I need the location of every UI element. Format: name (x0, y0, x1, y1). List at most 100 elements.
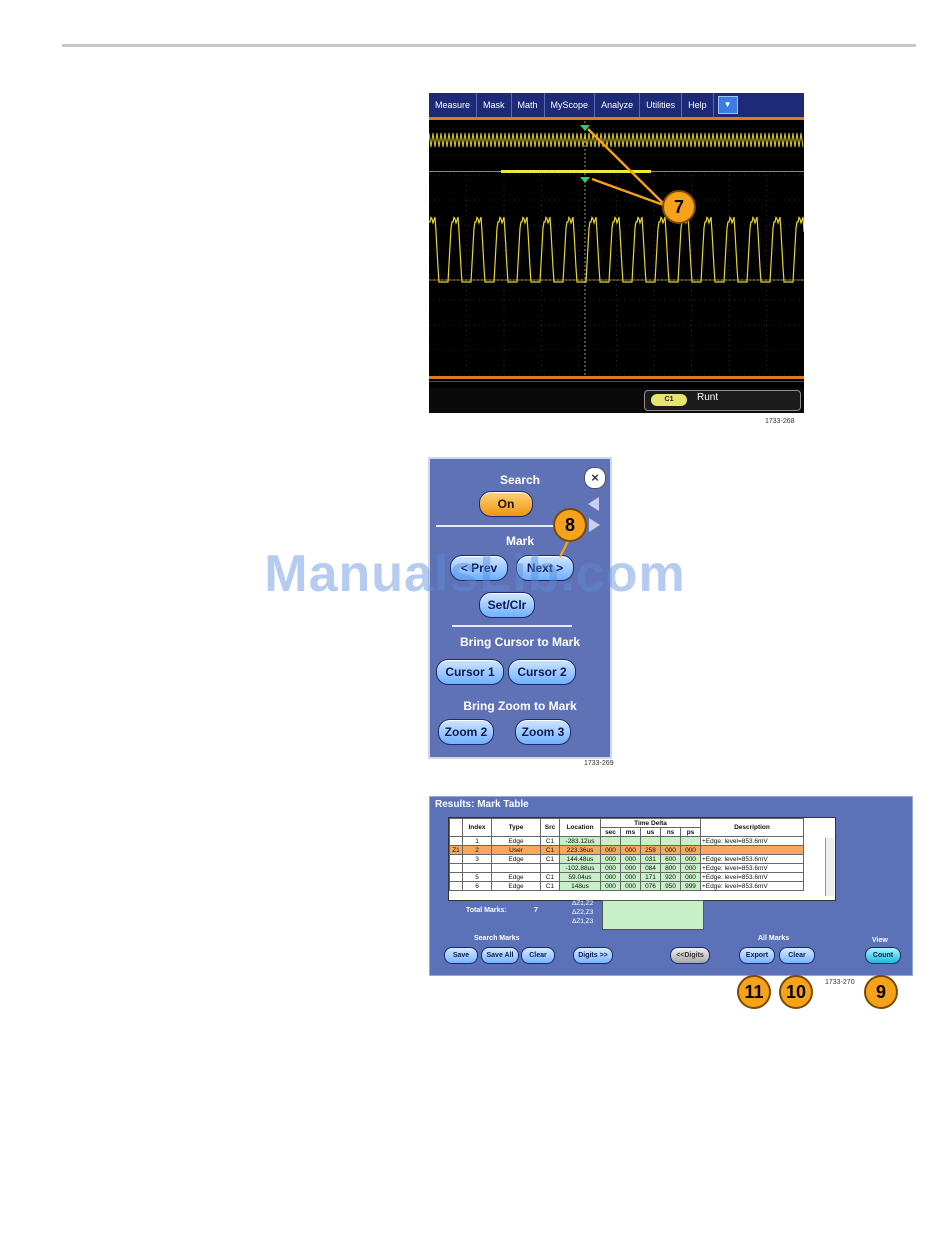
save-all-button[interactable]: Save All (481, 947, 519, 964)
cell-delta: 000 (660, 845, 681, 855)
mark-indicator-top (580, 125, 590, 131)
cell-delta: 000 (600, 872, 621, 882)
export-button[interactable]: Export (739, 947, 775, 964)
zoom-2-button[interactable]: Zoom 2 (438, 719, 494, 745)
cell-index: 5 (462, 872, 492, 882)
menu-help[interactable]: Help (682, 93, 714, 117)
cell-type (491, 863, 541, 873)
cell-delta: 800 (660, 863, 681, 873)
cursor-2-button[interactable]: Cursor 2 (508, 659, 576, 685)
cell-index: 3 (462, 854, 492, 864)
cell-delta: 600 (660, 854, 681, 864)
prev-mark-button[interactable]: < Prev (450, 555, 508, 581)
cell-location: 59.04us (559, 872, 601, 882)
cell-index: 2 (462, 845, 492, 855)
col-location: Location (559, 818, 601, 837)
cell-type: Edge (491, 872, 541, 882)
cell-delta: 950 (660, 881, 681, 891)
cell-delta (640, 836, 661, 846)
clear-search-marks-button[interactable]: Clear (521, 947, 555, 964)
table-scrollbar[interactable] (825, 838, 834, 896)
clear-all-marks-button[interactable]: Clear (779, 947, 815, 964)
delta-z1-z2: ΔZ1,Z2 (572, 900, 594, 907)
count-button[interactable]: Count (865, 947, 901, 964)
callout-11: 11 (737, 975, 771, 1009)
zoom-window-bar (501, 170, 651, 173)
mark-indicator-zoom (580, 177, 590, 183)
cell-delta: 920 (660, 872, 681, 882)
callout-7: 7 (662, 190, 696, 224)
divider (436, 525, 586, 527)
cell-flag (449, 863, 463, 873)
next-arrow-icon[interactable] (589, 518, 600, 532)
callout-8: 8 (553, 508, 587, 542)
divider (452, 625, 572, 627)
view-label: View (872, 937, 888, 944)
results-title: Results: Mark Table (435, 799, 529, 810)
cursor-1-button[interactable]: Cursor 1 (436, 659, 504, 685)
unit-us: us (640, 827, 661, 837)
close-icon[interactable]: × (584, 467, 606, 489)
cell-location: 148us (559, 881, 601, 891)
search-marks-label: Search Marks (474, 935, 520, 942)
zoom-3-button[interactable]: Zoom 3 (515, 719, 571, 745)
results-mark-table-panel: Results: Mark Table Index Type Src Locat… (429, 796, 913, 976)
search-on-button[interactable]: On (479, 491, 533, 517)
set-clear-mark-button[interactable]: Set/Clr (479, 592, 535, 618)
cell-delta (660, 836, 681, 846)
cell-type: Edge (491, 836, 541, 846)
cell-delta: 000 (600, 854, 621, 864)
cell-src (540, 863, 560, 873)
delta-grid (602, 900, 704, 930)
digits-less-button[interactable]: <<Digits (670, 947, 710, 964)
cell-type: Edge (491, 854, 541, 864)
cell-flag (449, 881, 463, 891)
cell-delta: 000 (620, 872, 641, 882)
menu-myscope[interactable]: MyScope (545, 93, 596, 117)
oscilloscope-screen: Measure Mask Math MyScope Analyze Utilit… (429, 93, 804, 413)
cell-delta: 076 (640, 881, 661, 891)
menu-mask[interactable]: Mask (477, 93, 512, 117)
figure-id-3: 1733-270 (825, 979, 855, 986)
cell-description: +Edge: level=853.6mV (700, 872, 804, 882)
menu-analyze[interactable]: Analyze (595, 93, 641, 117)
cell-type: Edge (491, 881, 541, 891)
cell-location: -102.88us (559, 863, 601, 873)
previous-arrow-icon[interactable] (588, 497, 599, 511)
cell-delta: 084 (640, 863, 661, 873)
page-header-rule (62, 44, 916, 47)
cell-delta: 000 (620, 845, 641, 855)
cell-delta: 000 (620, 881, 641, 891)
cell-index: 6 (462, 881, 492, 891)
bring-zoom-title: Bring Zoom to Mark (463, 699, 577, 713)
col-index: Index (462, 818, 492, 837)
cell-delta: 031 (640, 854, 661, 864)
search-title: Search (499, 473, 541, 487)
digits-more-button[interactable]: Digits >> (573, 947, 613, 964)
cell-location: 144.48us (559, 854, 601, 864)
menu-measure[interactable]: Measure (429, 93, 478, 117)
cell-flag (449, 854, 463, 864)
total-marks-value: 7 (534, 907, 538, 914)
delta-z2-z3: ΔZ2,Z3 (572, 909, 594, 916)
waveform-display (429, 117, 804, 382)
callout-9: 9 (864, 975, 898, 1009)
save-button[interactable]: Save (444, 947, 478, 964)
cell-src: C1 (540, 836, 560, 846)
cell-delta: 258 (640, 845, 661, 855)
menu-dropdown-icon[interactable]: ▼ (717, 96, 738, 114)
cell-src: C1 (540, 854, 560, 864)
next-mark-button[interactable]: Next > (516, 555, 574, 581)
menu-math[interactable]: Math (512, 93, 545, 117)
cell-delta: 000 (600, 863, 621, 873)
channel-1-badge: C1 (651, 394, 687, 406)
figure-id-2: 1733-269 (584, 760, 614, 767)
cell-delta: 000 (680, 863, 701, 873)
menu-utilities[interactable]: Utilities (640, 93, 683, 117)
